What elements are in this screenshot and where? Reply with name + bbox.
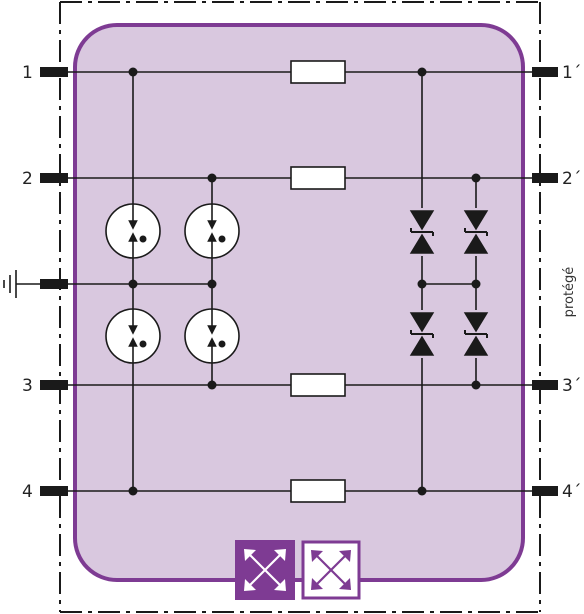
crossed-arrows-icon bbox=[301, 540, 361, 600]
gas-discharge-tube-icon bbox=[105, 203, 161, 259]
terminal-label-3: 3 bbox=[22, 376, 33, 396]
right-terminals bbox=[532, 67, 558, 496]
suppressor-diodes bbox=[409, 208, 489, 358]
crossed-arrows-icon bbox=[235, 540, 295, 600]
bidirectional-tvs-diode-icon bbox=[463, 208, 489, 256]
terminal-pin-1p bbox=[532, 67, 558, 77]
terminal-label-1: 1 bbox=[22, 63, 33, 83]
terminal-label-2: 2 bbox=[22, 169, 33, 189]
resistor-3 bbox=[290, 373, 346, 397]
bidirectional-tvs-diode-icon bbox=[409, 208, 435, 256]
resistor-icon bbox=[290, 60, 346, 503]
left-terminals bbox=[40, 67, 68, 496]
terminal-pin-3p bbox=[532, 380, 558, 390]
gas-discharge-tube-icon bbox=[184, 308, 240, 364]
terminal-pin-4 bbox=[40, 486, 68, 496]
terminal-pin-3 bbox=[40, 380, 68, 390]
gas-discharge-tube-icon bbox=[184, 203, 240, 259]
protection-module bbox=[73, 23, 525, 582]
terminal-pin-ground bbox=[40, 279, 68, 289]
housing-frame bbox=[59, 1, 541, 613]
bidirectional-tvs-diode-icon bbox=[409, 310, 435, 358]
terminal-label-1p: 1´ bbox=[562, 63, 581, 83]
terminal-pin-1 bbox=[40, 67, 68, 77]
gas-discharge-tube-icon bbox=[105, 308, 161, 364]
module-badges bbox=[235, 540, 361, 600]
terminal-pin-2 bbox=[40, 173, 68, 183]
protected-side-label: protégé bbox=[562, 267, 577, 318]
terminal-label-4: 4 bbox=[22, 482, 33, 502]
resistor-2 bbox=[290, 166, 346, 190]
terminal-pin-4p bbox=[532, 486, 558, 496]
resistor-4 bbox=[290, 479, 346, 503]
gas-discharge-tubes bbox=[105, 203, 240, 364]
terminal-label-3p: 3´ bbox=[562, 376, 581, 396]
ground-icon bbox=[3, 270, 40, 298]
resistor-1 bbox=[290, 60, 346, 84]
bidirectional-tvs-diode-icon bbox=[463, 310, 489, 358]
junctions bbox=[128, 67, 481, 496]
terminal-label-4p: 4´ bbox=[562, 482, 581, 502]
terminal-label-2p: 2´ bbox=[562, 169, 581, 189]
terminal-pin-2p bbox=[532, 173, 558, 183]
